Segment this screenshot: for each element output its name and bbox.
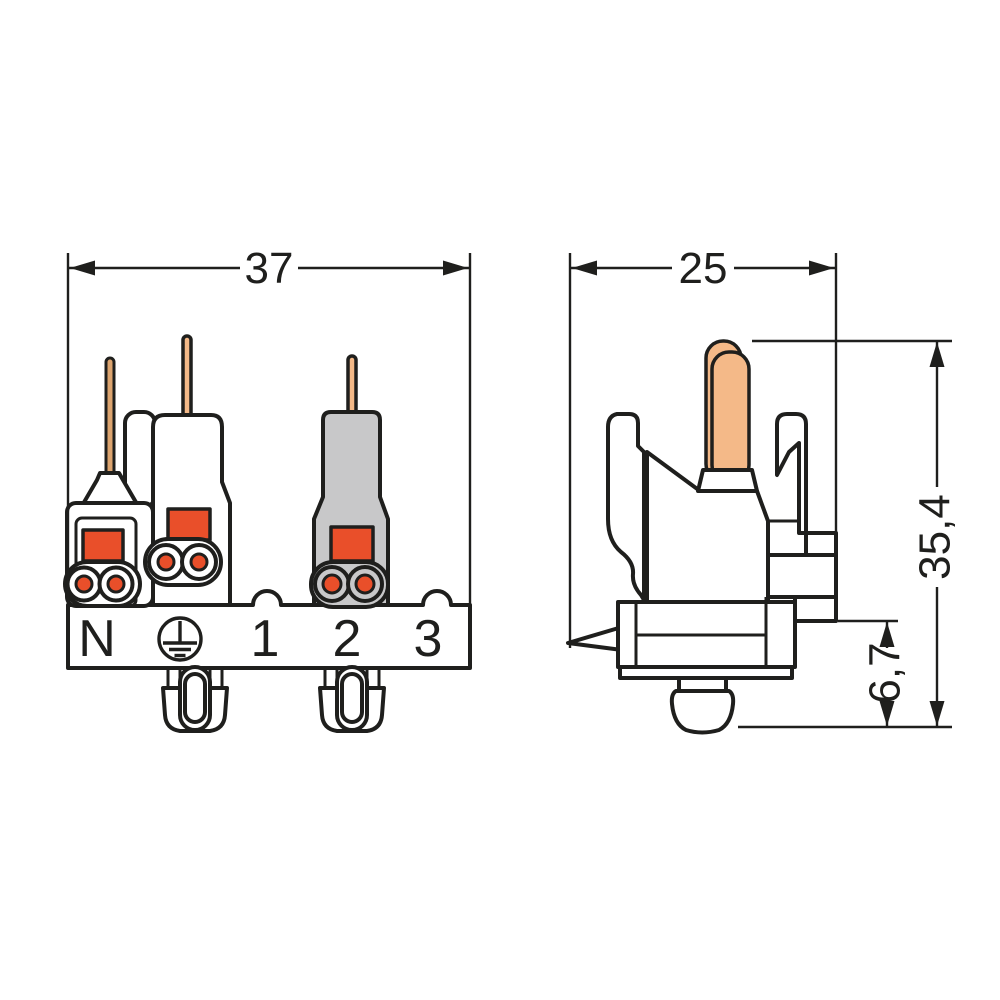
dimension-side-width: 25 [568, 244, 838, 648]
side-lower-step [793, 595, 838, 623]
plug-3 [309, 354, 390, 609]
plug-1-release-button [81, 528, 125, 563]
dim-side-width-label: 25 [679, 244, 728, 293]
terminal-label-n: N [78, 610, 116, 668]
wire-port-contact [354, 573, 376, 595]
terminal-label-1: 1 [251, 610, 280, 668]
terminal-label-3: 3 [414, 610, 443, 668]
wire-port-contact [106, 574, 126, 594]
mounting-foot-1 [161, 665, 229, 733]
wire-port-contact [156, 552, 176, 572]
side-pin-neck [696, 468, 759, 493]
dimensions: 37 25 35,4 6,7 [66, 244, 960, 729]
side-right-block [766, 553, 838, 599]
dimension-front-width: 37 [66, 244, 472, 605]
side-step-block [804, 531, 838, 557]
side-foot-bulb [669, 689, 736, 735]
foot-loop-hole [183, 672, 207, 724]
arrowhead-left [70, 260, 95, 276]
arrowhead-right [809, 260, 834, 276]
side-pin-front [710, 350, 751, 484]
dim-side-height-label: 35,4 [911, 494, 960, 580]
side-right-hook [775, 412, 808, 535]
arrowhead-bottom [929, 701, 945, 726]
side-latch-arm [606, 412, 646, 602]
terminal-label-2: 2 [333, 610, 362, 668]
arrowhead-left [572, 260, 597, 276]
protective-earth-icon [157, 616, 203, 662]
plug-2 [143, 334, 232, 607]
arrowhead-right [443, 260, 468, 276]
dimension-side-height: 35,4 [738, 339, 960, 729]
plug-3-release-button [329, 525, 375, 563]
arrowhead-top [929, 342, 945, 367]
arrowhead-top [879, 622, 895, 647]
plug-1-pin [104, 356, 116, 485]
wire-port-contact [189, 552, 209, 572]
wire-port-contact [74, 574, 94, 594]
mounting-foot-2 [318, 665, 386, 733]
terminal-strip-labels: N 1 2 3 [78, 610, 442, 668]
dim-base-height-label: 6,7 [861, 642, 910, 703]
wire-port-contact [321, 573, 343, 595]
side-view [566, 339, 838, 735]
dimension-base-height: 6,7 [838, 619, 910, 726]
dim-front-width-label: 37 [245, 244, 294, 293]
foot-loop-hole [340, 672, 364, 724]
front-view: N 1 2 3 [63, 334, 472, 733]
plug-2-release-button [166, 507, 212, 542]
side-mounting-claw [566, 625, 624, 652]
arrowhead-bottom [879, 701, 895, 726]
